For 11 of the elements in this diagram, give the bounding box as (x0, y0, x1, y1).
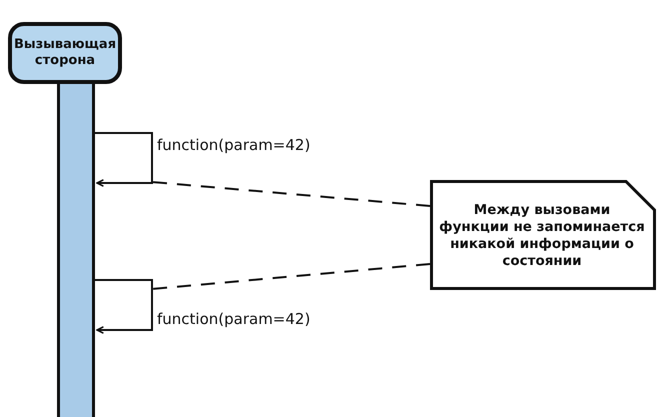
leader-line (152, 263, 430, 290)
leader-line (152, 181, 430, 207)
participant-box (8, 22, 122, 84)
lifeline-bar (57, 84, 95, 417)
note-box (430, 180, 656, 290)
participant-name: Вызывающая сторона (12, 36, 118, 70)
call-arrow (95, 132, 153, 187)
note-text: Между вызовами функции не запоминается никакой информации о состоянии (438, 202, 646, 270)
edge-label: function(param=42) (157, 310, 310, 328)
call-arrow (95, 279, 153, 334)
edge-label: function(param=42) (157, 136, 310, 154)
